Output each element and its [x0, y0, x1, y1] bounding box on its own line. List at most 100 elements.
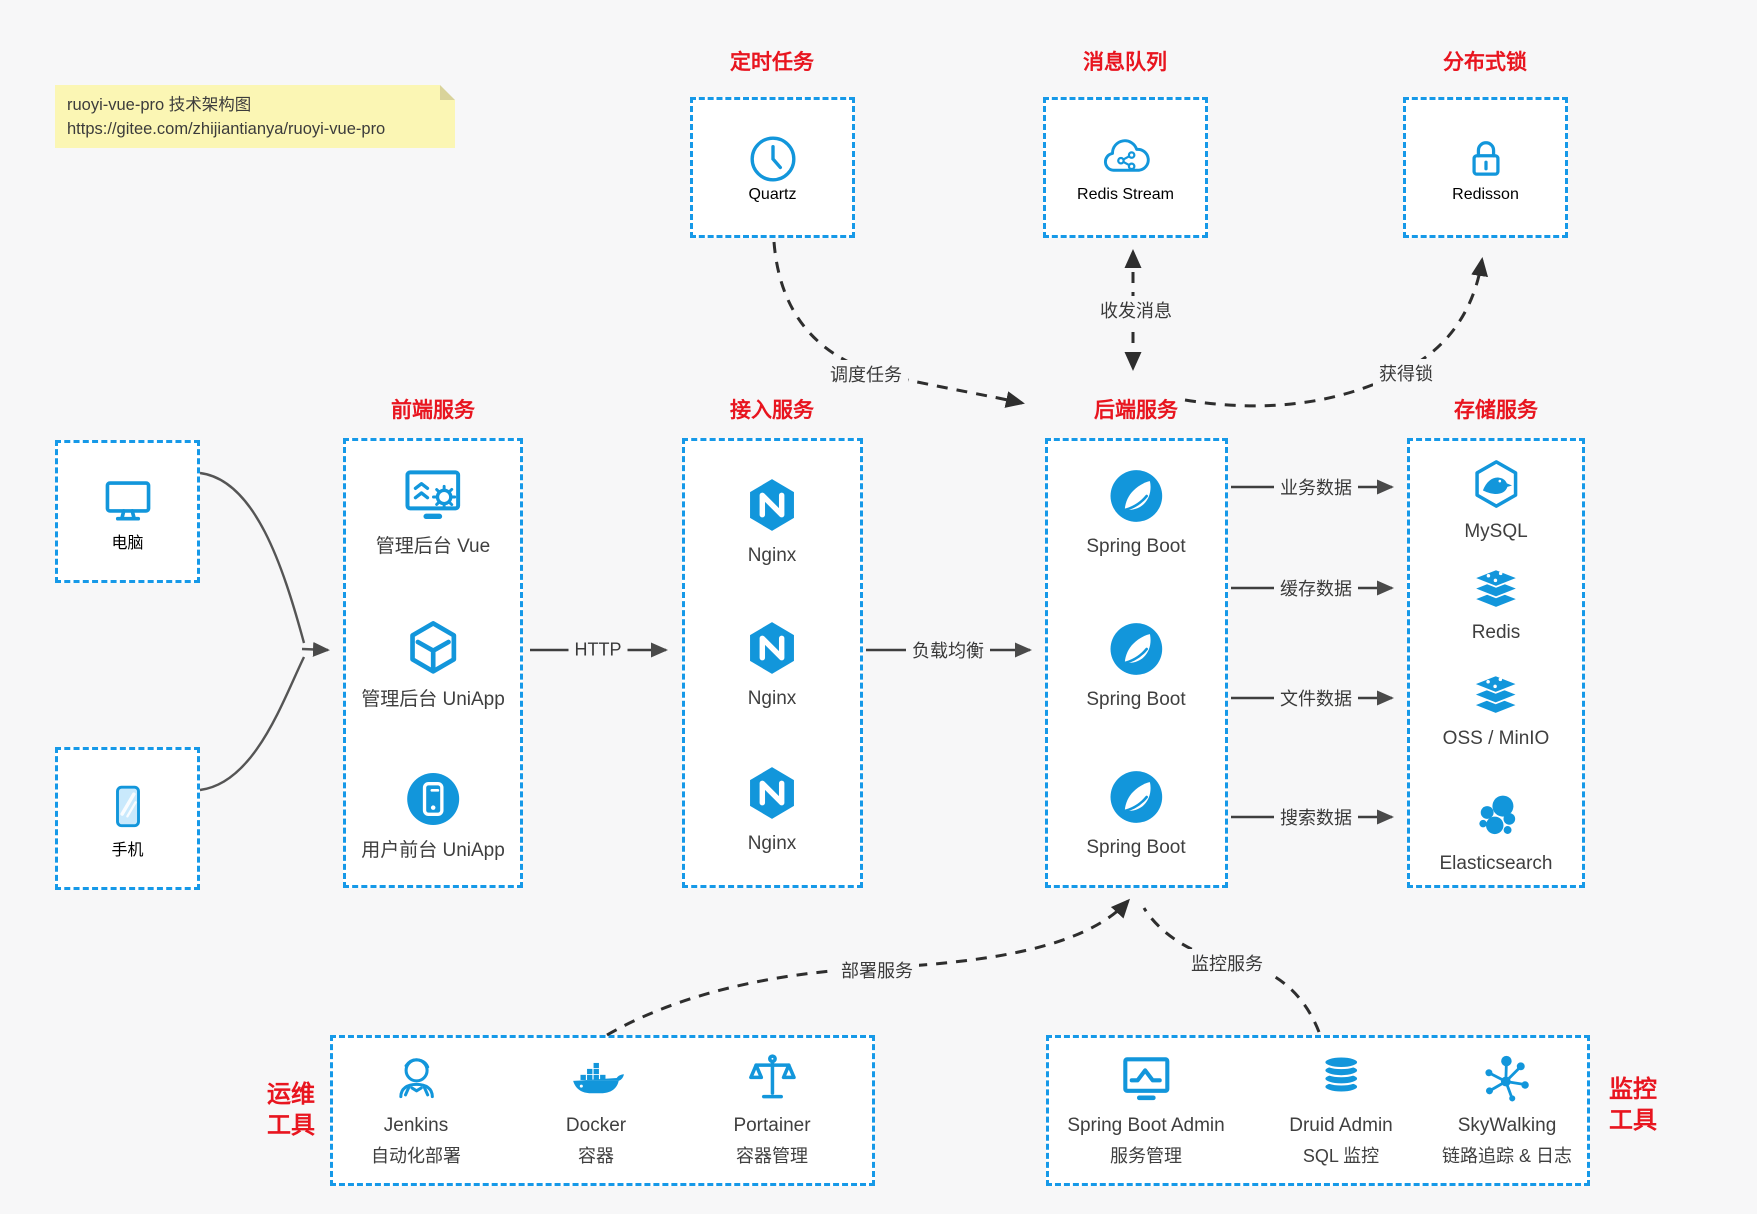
ops-title-line1: 运维	[267, 1080, 315, 1108]
druid-admin-item: Druid Admin SQL 监控	[1289, 1050, 1393, 1168]
monitor-title-line1: 监控	[1609, 1075, 1657, 1103]
group-title-storage: 存储服务	[1454, 399, 1538, 422]
group-title-monitor-tools: 监控 工具	[1609, 1074, 1657, 1136]
redis-stream-label: Redis Stream	[1077, 185, 1174, 203]
schedule-task-label: 调度任务	[824, 360, 908, 388]
monitor-title-line2: 工具	[1609, 1107, 1657, 1134]
elasticsearch-item: Elasticsearch	[1440, 788, 1553, 876]
redis-item: Redis	[1468, 563, 1524, 645]
skywalking-name: SkyWalking	[1457, 1115, 1557, 1136]
group-title-message-queue: 消息队列	[1083, 51, 1167, 74]
springboot-label-2: Spring Boot	[1086, 689, 1186, 710]
portainer-desc: 容器管理	[735, 1145, 808, 1166]
springboot-admin-name: Spring Boot Admin	[1067, 1115, 1225, 1136]
elasticsearch-label: Elasticsearch	[1439, 853, 1553, 874]
load-balance-label: 负载均衡	[906, 636, 990, 664]
group-title-ops-tools: 运维 工具	[267, 1079, 315, 1141]
database-stack-icon	[1323, 1055, 1359, 1094]
springboot-item-3: Spring Boot	[1086, 766, 1186, 860]
note-url: https://gitee.com/zhijiantianya/ruoyi-vu…	[67, 119, 386, 138]
cache-data-label: 缓存数据	[1274, 574, 1358, 602]
portainer-item: Portainer 容器管理	[733, 1050, 811, 1168]
clock-icon	[750, 136, 795, 181]
scales-icon	[748, 1054, 796, 1099]
springboot-item-1: Spring Boot	[1086, 465, 1186, 559]
spring-leaf-icon	[1110, 623, 1162, 675]
skywalking-item: SkyWalking 链路追踪 & 日志	[1442, 1050, 1572, 1168]
send-receive-message-label: 收发消息	[1094, 296, 1178, 324]
mobile-client-label: 手机	[111, 841, 144, 859]
monitor-chart-icon	[1122, 1057, 1170, 1101]
admin-uniapp-label: 管理后台 UniApp	[361, 689, 505, 710]
jenkins-butler-icon	[399, 1058, 434, 1099]
admin-vue-item: 管理后台 Vue	[376, 463, 490, 559]
docker-desc: 容器	[578, 1145, 614, 1166]
pc-client-label: 电脑	[111, 534, 144, 552]
nginx-item-1: Nginx	[741, 474, 803, 568]
jenkins-name: Jenkins	[383, 1115, 449, 1136]
druid-admin-desc: SQL 监控	[1302, 1145, 1380, 1166]
search-data-label: 搜索数据	[1274, 803, 1358, 831]
group-title-backend: 后端服务	[1094, 399, 1178, 422]
deploy-service-label: 部署服务	[835, 956, 919, 984]
admin-uniapp-item: 管理后台 UniApp	[361, 616, 505, 712]
redis-stack-icon	[1472, 568, 1520, 609]
file-data-label: 文件数据	[1274, 684, 1358, 712]
admin-console-gear-icon	[405, 470, 461, 519]
nginx-icon	[750, 767, 794, 819]
quartz-box: Quartz	[690, 97, 855, 238]
docker-whale-icon	[573, 1062, 624, 1094]
pc-client-box: 电脑	[55, 440, 200, 583]
nginx-icon	[750, 479, 794, 531]
mobile-client-box: 手机	[55, 747, 200, 890]
uniapp-cube-icon	[409, 621, 456, 674]
redisson-label: Redisson	[1452, 185, 1519, 203]
client-to-frontend-curves	[199, 471, 330, 792]
note-title: ruoyi-vue-pro 技术架构图	[67, 96, 252, 114]
portainer-name: Portainer	[733, 1115, 811, 1136]
group-title-frontend: 前端服务	[391, 399, 475, 422]
jenkins-desc: 自动化部署	[371, 1145, 461, 1166]
user-uniapp-item: 用户前台 UniApp	[361, 767, 505, 863]
phone-icon	[115, 785, 140, 827]
spring-leaf-icon	[1110, 470, 1162, 522]
mysql-dolphin-icon	[1474, 460, 1517, 508]
admin-vue-label: 管理后台 Vue	[375, 536, 491, 557]
cloud-network-icon	[1103, 138, 1150, 172]
user-uniapp-label: 用户前台 UniApp	[361, 840, 505, 861]
acquire-lock-label: 获得锁	[1373, 359, 1439, 387]
group-title-gateway: 接入服务	[730, 399, 814, 422]
group-title-distributed-lock: 分布式锁	[1443, 51, 1527, 74]
quartz-label: Quartz	[748, 185, 797, 203]
redisson-box: Redisson	[1403, 97, 1568, 238]
jenkins-item: Jenkins 自动化部署	[371, 1050, 461, 1168]
nginx-item-2: Nginx	[741, 617, 803, 711]
lock-icon	[1471, 140, 1500, 176]
redis-label: Redis	[1471, 622, 1521, 643]
springboot-label-1: Spring Boot	[1086, 536, 1186, 557]
nginx-label-1: Nginx	[747, 545, 797, 566]
redis-stream-box: Redis Stream	[1043, 97, 1208, 238]
group-title-scheduled-task: 定时任务	[730, 51, 814, 74]
springboot-admin-item: Spring Boot Admin 服务管理	[1067, 1050, 1225, 1168]
mysql-label: MySQL	[1464, 521, 1528, 542]
object-storage-stack-icon	[1472, 674, 1520, 715]
oss-minio-label: OSS / MinIO	[1442, 728, 1550, 749]
skywalking-nodes-icon	[1485, 1055, 1529, 1102]
elasticsearch-cluster-icon	[1478, 795, 1515, 835]
skywalking-desc: 链路追踪 & 日志	[1441, 1145, 1573, 1166]
business-data-label: 业务数据	[1274, 473, 1358, 501]
oss-minio-item: OSS / MinIO	[1442, 669, 1550, 751]
nginx-icon	[750, 622, 794, 674]
springboot-item-2: Spring Boot	[1086, 618, 1186, 712]
mobile-app-circle-icon	[406, 773, 459, 825]
nginx-label-2: Nginx	[747, 688, 797, 709]
docker-name: Docker	[565, 1115, 627, 1136]
sticky-note: ruoyi-vue-pro 技术架构图 https://gitee.com/zh…	[55, 85, 455, 148]
springboot-label-3: Spring Boot	[1086, 837, 1186, 858]
springboot-admin-desc: 服务管理	[1110, 1145, 1182, 1166]
nginx-item-3: Nginx	[741, 762, 803, 856]
http-label: HTTP	[568, 638, 628, 662]
spring-leaf-icon	[1110, 771, 1162, 823]
